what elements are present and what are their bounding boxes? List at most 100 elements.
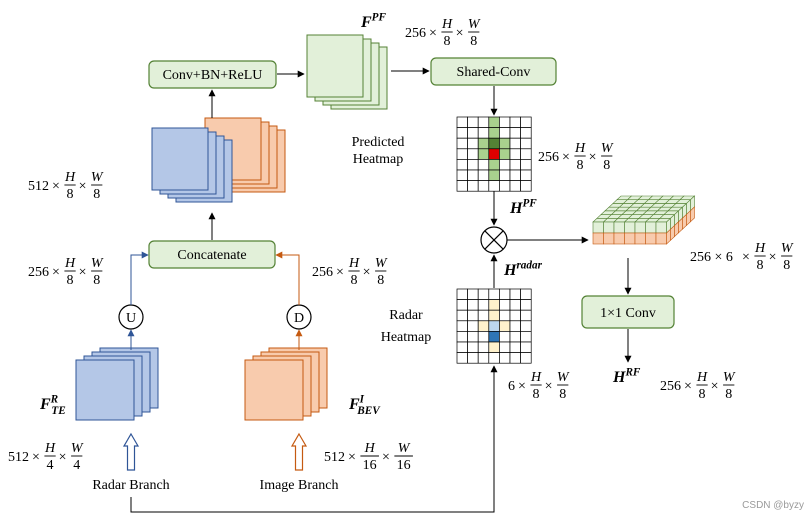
predicted-heatmap-label-line1: Predicted — [352, 135, 405, 150]
heatmap-cell — [477, 148, 490, 160]
fraction-numerator: H — [441, 17, 453, 32]
heatmap-cell — [509, 341, 521, 353]
fused-front-cell — [645, 221, 657, 234]
heatmap-cell — [488, 331, 500, 343]
fraction-denominator: 8 — [699, 387, 706, 402]
times-sign: × — [456, 26, 464, 41]
dim-d-hrf: 256×H8×W8 — [660, 370, 736, 402]
radar-input-arrow-icon — [122, 432, 140, 471]
multiply-icon — [480, 226, 508, 254]
heatmap-cell — [456, 320, 468, 332]
fraction-numerator: H — [530, 370, 542, 385]
heatmap-cell — [499, 137, 511, 150]
dim-channels: 256 — [312, 265, 333, 280]
fused-front-cell — [634, 221, 646, 234]
dim-d-radar-in: 512×H4×W4 — [8, 441, 84, 473]
symbol-h-pf: HPF — [509, 197, 537, 217]
fraction-denominator: 16 — [397, 458, 411, 473]
fraction-denominator: 8 — [725, 387, 732, 402]
times-sign: × — [562, 150, 570, 165]
heatmap-cell — [509, 320, 521, 332]
dim-channels: 512 — [28, 179, 49, 194]
heatmap-cell — [499, 116, 511, 128]
heatmap-cell — [520, 169, 532, 181]
heatmap-cell — [499, 352, 511, 364]
fraction-denominator: 8 — [559, 387, 566, 402]
radar-heatmap-grid — [456, 288, 532, 364]
times-sign: × — [382, 450, 390, 465]
heatmap-cell — [456, 309, 468, 322]
heatmap-cell — [456, 288, 468, 300]
dim-d-pred: 256×H8×W8 — [538, 141, 614, 173]
dim-d-concat: 512×H8×W8 — [28, 170, 104, 202]
heatmap-cell — [467, 331, 479, 343]
fraction-numerator: W — [723, 370, 736, 385]
fraction-denominator: 4 — [73, 458, 80, 473]
fused-front-cell — [645, 232, 657, 245]
times-sign: × — [429, 26, 437, 41]
heatmap-cell — [520, 116, 532, 128]
concatenate-box: Concatenate — [148, 240, 276, 269]
heatmap-cell — [499, 341, 511, 353]
heatmap-cell — [467, 288, 479, 300]
heatmap-cell — [520, 288, 532, 300]
times-sign: × — [32, 450, 40, 465]
heatmap-cell — [467, 341, 479, 353]
times-sign: × — [363, 265, 371, 280]
times-sign: × — [589, 150, 597, 165]
fused-front-cell — [613, 221, 625, 234]
fraction-numerator: W — [468, 17, 481, 32]
concat-blue-stack-layer — [151, 127, 209, 191]
radar-heatmap-label-line2: Heatmap — [381, 330, 432, 345]
heatmap-cell — [477, 159, 490, 171]
dim-d-image-in: 512×H16×W16 — [324, 441, 413, 473]
heatmap-cell — [509, 159, 521, 171]
radar-input-stack-layer — [75, 359, 135, 421]
heatmap-cell — [520, 341, 532, 353]
heatmap-cell — [520, 299, 532, 311]
heatmap-cell — [477, 116, 490, 128]
symbol-h-radar: Hradar — [503, 259, 543, 279]
heatmap-cell — [467, 159, 479, 171]
dim-channels: 512 — [8, 450, 29, 465]
heatmap-cell — [467, 116, 479, 128]
conv1x1-label: 1×1 Conv — [600, 306, 656, 321]
times-sign: × — [52, 179, 60, 194]
heatmap-cell — [456, 137, 468, 150]
heatmap-cell — [467, 299, 479, 311]
heatmap-cell — [467, 309, 479, 322]
heatmap-cell — [509, 352, 521, 364]
heatmap-cell — [509, 309, 521, 322]
heatmap-cell — [467, 320, 479, 332]
heatmap-cell — [477, 309, 490, 322]
heatmap-cell — [499, 288, 511, 300]
heatmap-cell — [488, 341, 500, 353]
heatmap-cell — [499, 180, 511, 192]
fraction-numerator: W — [71, 441, 84, 456]
heatmap-cell — [488, 169, 500, 181]
dim-d-radar-hm: 6×H8×W8 — [508, 370, 570, 402]
fraction-denominator: 8 — [444, 34, 451, 49]
heatmap-cell — [520, 137, 532, 150]
fused-front-cell — [592, 232, 604, 245]
fused-front-cell — [603, 221, 615, 234]
fraction-numerator: H — [64, 256, 76, 271]
fraction-numerator: W — [557, 370, 570, 385]
concat-blue-stack — [151, 127, 233, 203]
heatmap-cell — [477, 331, 490, 343]
dim-channels: 256 — [660, 379, 681, 394]
heatmap-cell — [477, 137, 490, 150]
fraction-numerator: H — [64, 170, 76, 185]
fraction-denominator: 8 — [577, 158, 584, 173]
fused-front-cell — [624, 232, 636, 245]
heatmap-cell — [477, 352, 490, 364]
heatmap-cell — [467, 169, 479, 181]
heatmap-cell — [488, 127, 500, 139]
heatmap-cell — [477, 341, 490, 353]
dim-channels: 6 — [508, 379, 515, 394]
radar-branch-label: Radar Branch — [92, 478, 169, 493]
times-sign: × — [348, 450, 356, 465]
